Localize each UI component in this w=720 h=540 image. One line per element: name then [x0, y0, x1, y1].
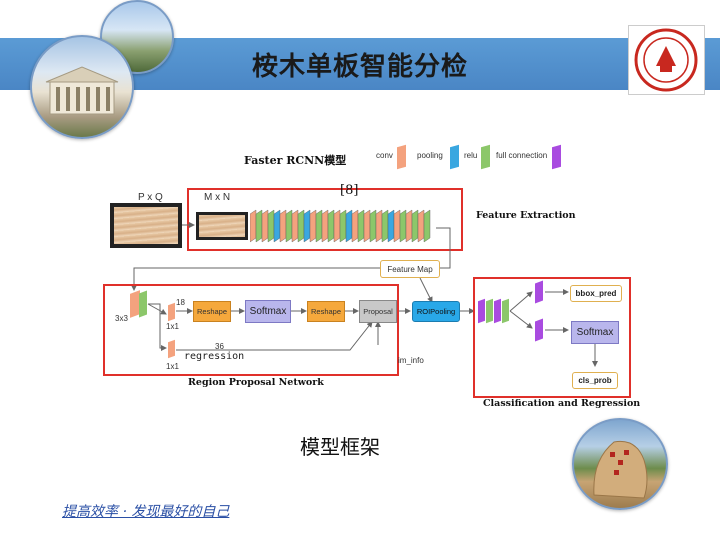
rpn-box	[103, 284, 399, 376]
legend-relu-label: relu	[464, 151, 478, 160]
resized-image	[196, 212, 248, 240]
head-softmax-node: Softmax	[571, 321, 619, 344]
slide-subtitle: 模型框架	[300, 435, 380, 459]
slide-title: 桉木单板智能分检	[251, 52, 468, 82]
regression-label: regression	[184, 351, 245, 362]
university-seal	[628, 25, 705, 95]
roi-pooling-node: ROIPooling	[412, 301, 460, 322]
conv-layer-stack	[250, 209, 431, 243]
softmax-node: Softmax	[245, 300, 291, 323]
footer-slogan: 提高效率 · 发现最好的自己	[62, 504, 230, 520]
input-size-label: P x Q	[138, 192, 163, 203]
kernel-1x1b-label: 1x1	[166, 362, 179, 371]
campus-photo-large	[30, 35, 134, 139]
channels-36-label: 36	[215, 342, 224, 351]
channels-18-label: 18	[176, 298, 185, 307]
fc-block-1	[478, 298, 485, 324]
reshape-node: Reshape	[193, 301, 231, 322]
cls-prob-node: cls_prob	[572, 372, 618, 389]
reshape2-node: Reshape	[307, 301, 345, 322]
input-image	[110, 203, 182, 248]
legend-pooling-label: pooling	[417, 151, 443, 160]
bbox-pred-node: bbox_pred	[570, 285, 622, 302]
stone-photo	[572, 418, 668, 510]
feature-layer-29	[423, 209, 431, 243]
rpn-reg-conv-block	[168, 339, 175, 359]
rpn-label: Region Proposal Network	[188, 377, 324, 388]
feature-map-node: Feature Map	[380, 260, 440, 278]
classification-label: Classification and Regression	[483, 398, 641, 409]
fc-block-2	[494, 298, 501, 324]
fc-bbox-block	[535, 280, 543, 304]
legend-conv-label: conv	[376, 151, 393, 160]
relu-block-1	[486, 298, 493, 324]
building-icon	[45, 66, 119, 115]
feature-extraction-box	[187, 188, 463, 251]
im-info-label: im_info	[398, 356, 424, 365]
relu-block-2	[502, 298, 509, 324]
rpn-relu-block	[139, 290, 147, 318]
kernel-3x3-label: 3x3	[115, 314, 128, 323]
proposal-node: Proposal	[359, 300, 397, 323]
rock-icon	[593, 440, 648, 499]
fc-cls-block	[535, 318, 543, 342]
citation: [8]	[340, 183, 359, 198]
legend-fc-label: full connection	[496, 151, 548, 160]
diagram-title: Faster RCNN模型	[244, 154, 347, 167]
seal-icon	[634, 28, 698, 92]
resized-size-label: M x N	[204, 192, 231, 203]
kernel-1x1a-label: 1x1	[166, 322, 179, 331]
classification-box	[473, 277, 631, 398]
feature-extraction-label: Feature Extraction	[476, 210, 576, 221]
rpn-cls-conv-block	[168, 302, 175, 322]
